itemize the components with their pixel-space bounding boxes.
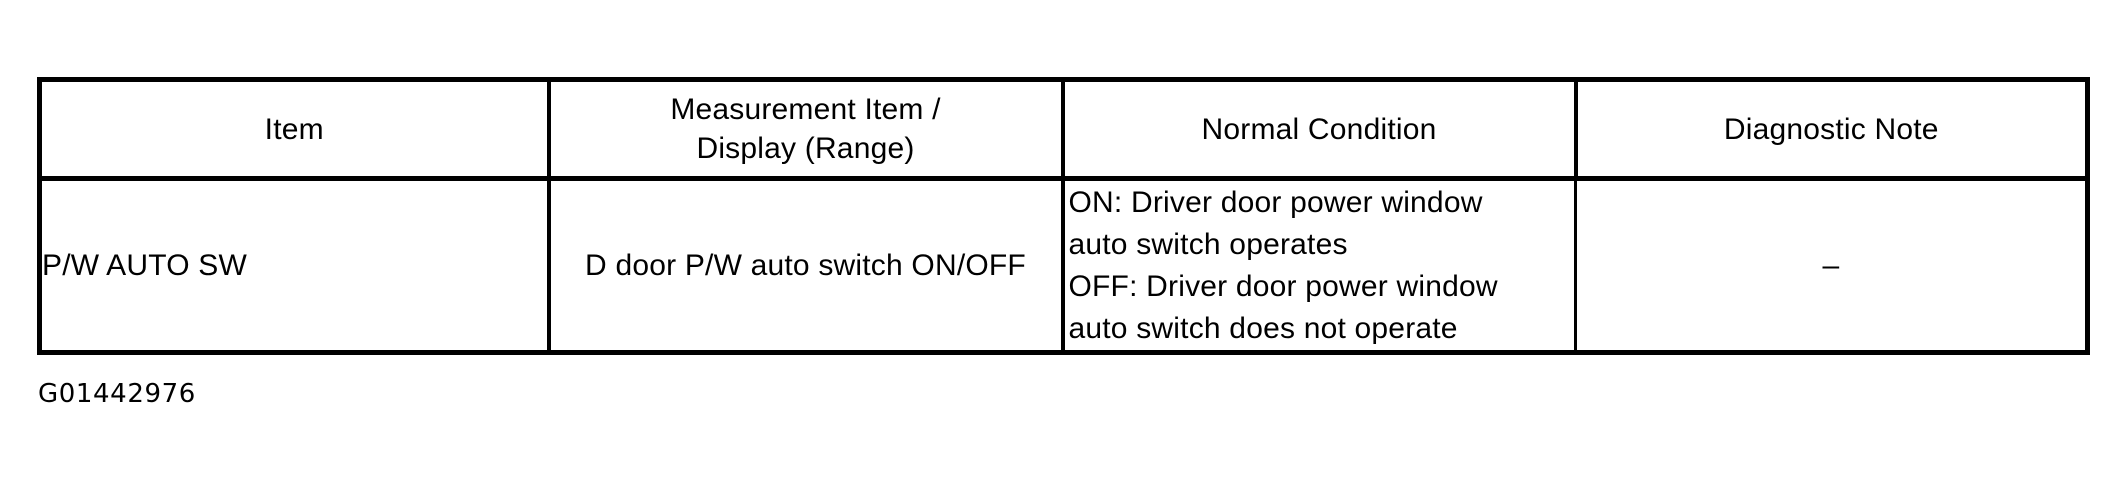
cell-measurement-item: D door P/W auto switch ON/OFF (548, 178, 1065, 353)
cell-normal-condition: ON: Driver door power window auto switch… (1062, 178, 1577, 353)
table-row: P/W AUTO SW D door P/W auto switch ON/OF… (39, 178, 2088, 353)
column-header-diagnostic-note: Diagnostic Note (1575, 79, 2088, 181)
normal-condition-line-2: auto switch operates (1068, 227, 1348, 261)
normal-condition-line-3: OFF: Driver door power window (1068, 269, 1498, 303)
normal-condition-lines: ON: Driver door power window auto switch… (1065, 182, 1575, 350)
normal-condition-line-1: ON: Driver door power window (1068, 185, 1483, 219)
figure-id-caption: G01442976 (38, 379, 196, 409)
column-header-item: Item (39, 79, 551, 181)
cell-diagnostic-note: – (1576, 179, 2088, 353)
column-header-measurement-line2: Display (Range) (696, 132, 915, 165)
column-header-measurement-item: Measurement Item / Display (Range) (548, 79, 1065, 181)
column-header-measurement-line1: Measurement Item / (670, 93, 941, 126)
diagnostic-note-dash: – (1822, 248, 1840, 282)
table-header-row: Item Measurement Item / Display (Range) … (39, 79, 2088, 181)
cell-item: P/W AUTO SW (39, 178, 551, 353)
column-header-normal-condition: Normal Condition (1062, 79, 1578, 181)
normal-condition-line-4: auto switch does not operate (1068, 311, 1458, 345)
data-list-table: Item Measurement Item / Display (Range) … (37, 77, 2090, 355)
